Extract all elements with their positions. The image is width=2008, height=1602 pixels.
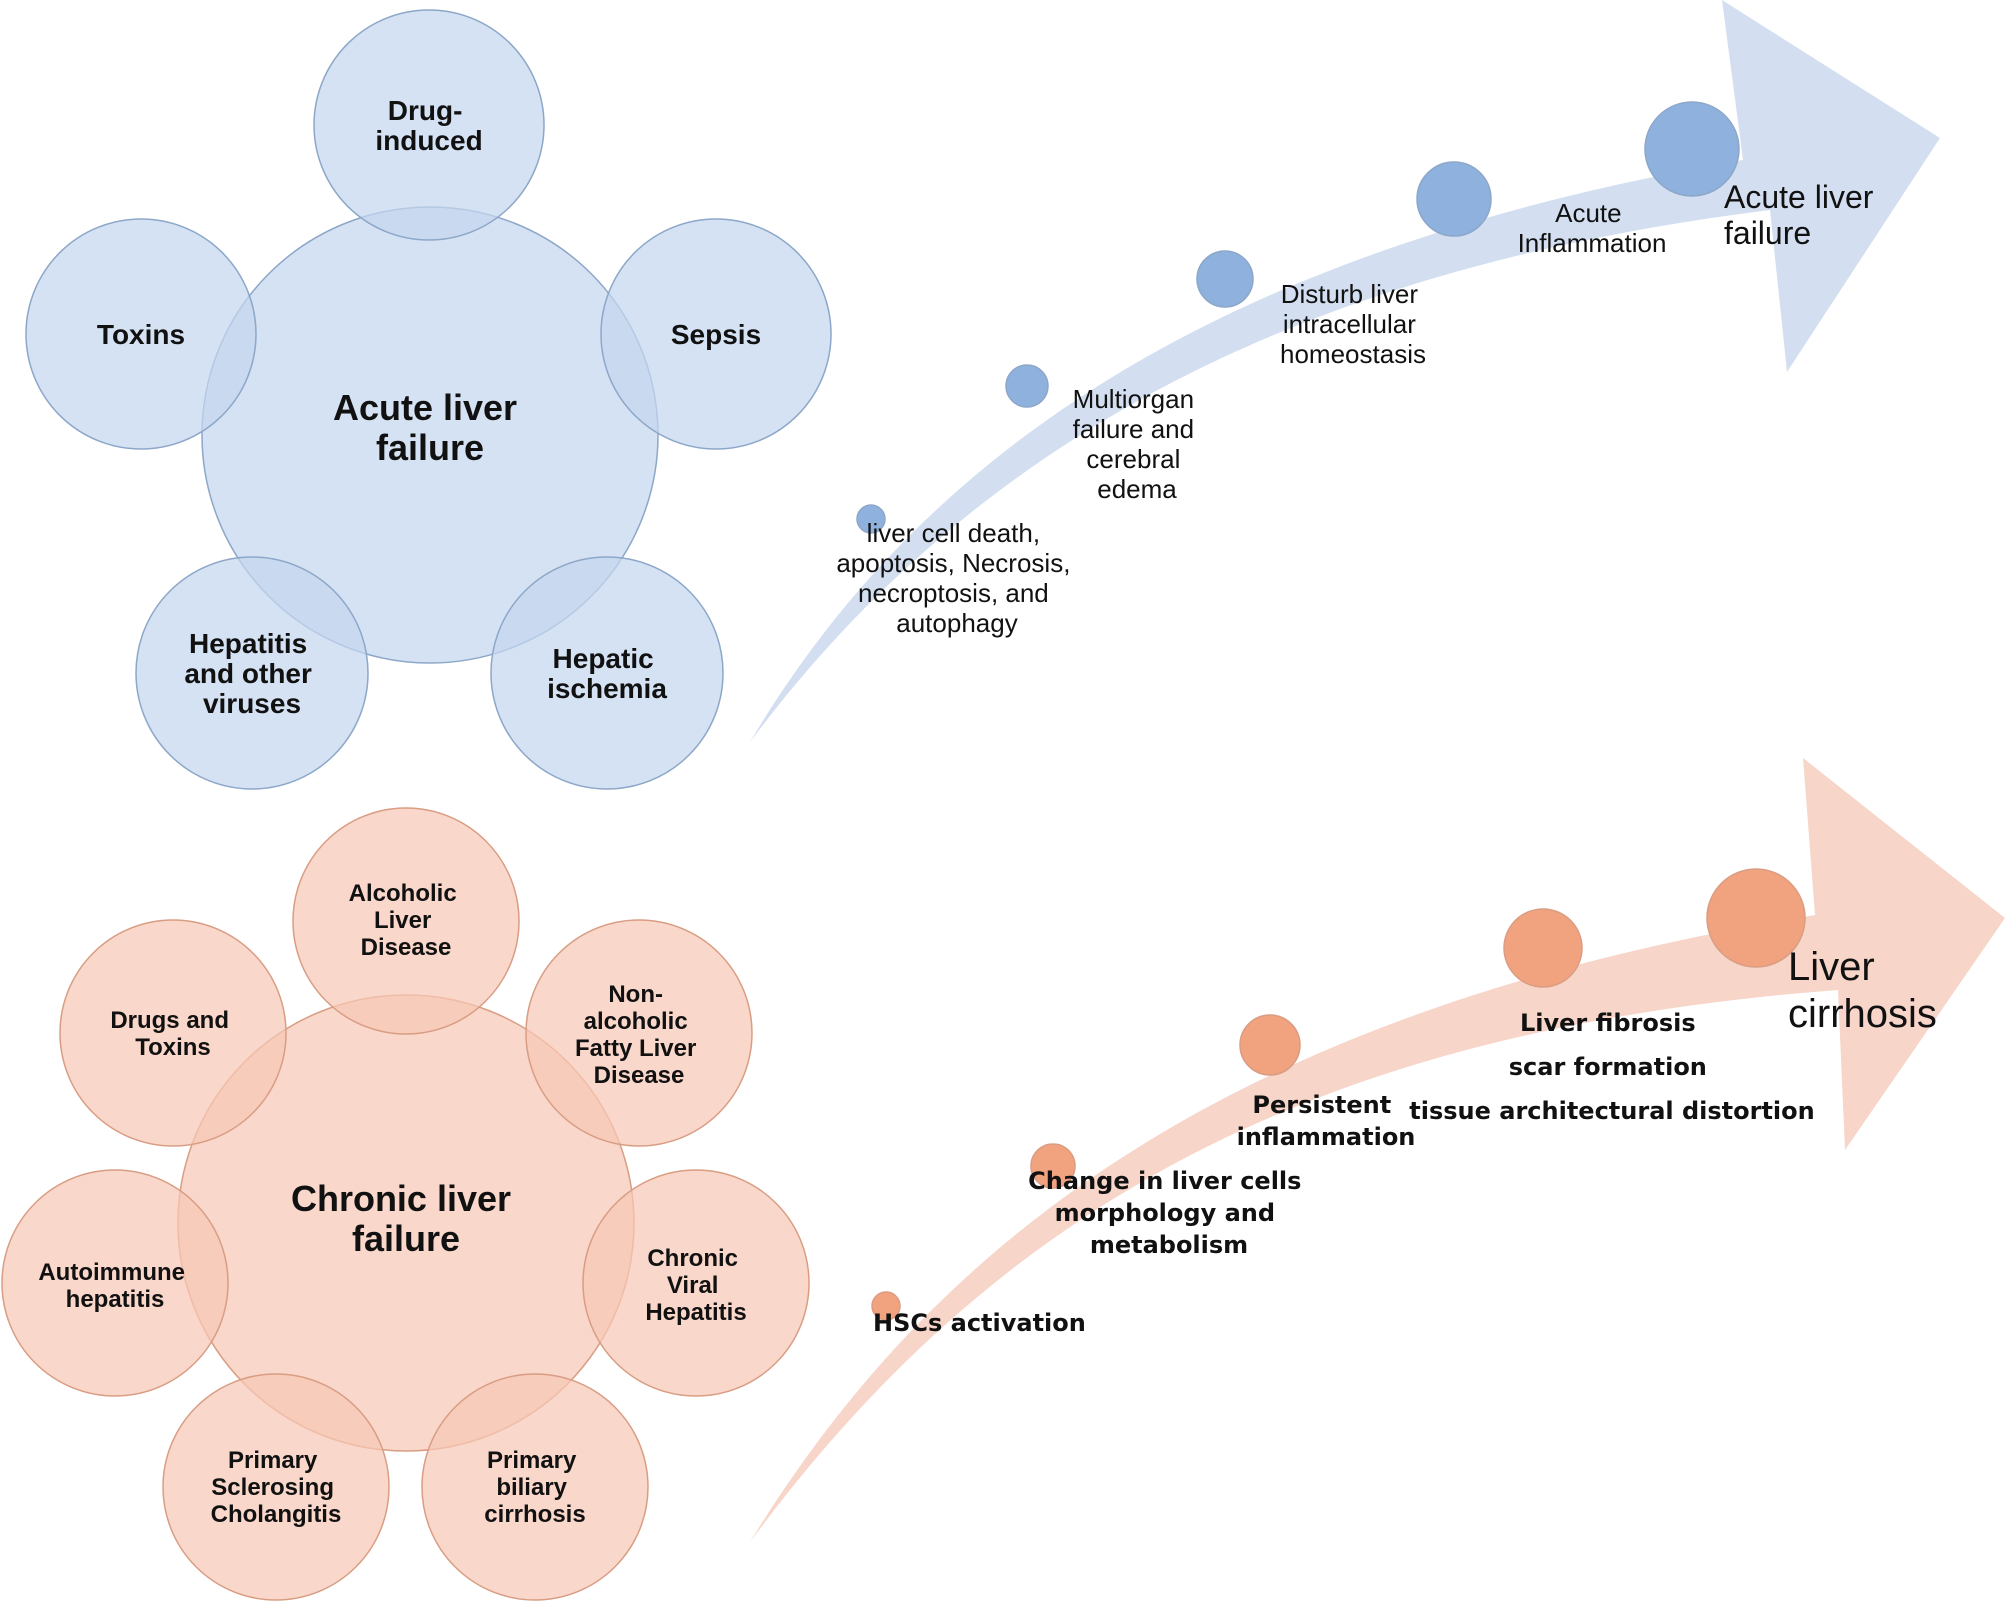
chronic-progression: HSCs activation Change in liver cells mo… <box>750 758 2005 1542</box>
chronic-stage-4-label: Liver fibrosis scar formation tissue arc… <box>1409 1009 1814 1125</box>
chronic-cause-label-viral: Chronic Viral Hepatitis <box>645 1245 746 1326</box>
chronic-stage-5-label: Liver cirrhosis <box>1788 945 1937 1036</box>
chronic-cause-label-drugs-toxins: Drugs and Toxins <box>110 1007 235 1061</box>
chronic-cause-circle-alcoholic <box>292 807 520 1035</box>
chronic-cause-circle-drugs-toxins <box>59 919 287 1147</box>
acute-stage-4-label: Acute Inflammation <box>1518 198 1667 258</box>
chronic-cause-circle-nafld <box>525 919 753 1147</box>
acute-stage-2-label: Multiorgan failure and cerebral edema <box>1073 384 1202 504</box>
chronic-cause-circle-viral <box>582 1169 810 1397</box>
chronic-cause-label-nafld: Non- alcoholic Fatty Liver Disease <box>575 981 703 1089</box>
chronic-cause-circle-pbc <box>421 1373 649 1601</box>
acute-stage-5-label: Acute liver failure <box>1724 179 1882 251</box>
acute-cause-circle-toxins <box>25 218 257 450</box>
acute-cause-circle-hepatitis <box>135 556 369 790</box>
acute-cause-circle-drug-induced <box>313 9 545 241</box>
acute-cause-circle-ischemia <box>490 556 724 790</box>
acute-stage-dot-5 <box>1644 101 1740 197</box>
acute-center-label: Acute liver failure <box>333 387 527 468</box>
acute-stage-1-label: liver cell death, apoptosis, Necrosis, n… <box>836 518 1077 638</box>
chronic-causes-cluster: Chronic liver failure Alcoholic Liver Di… <box>1 807 810 1601</box>
chronic-cause-circle-autoimmune <box>1 1169 229 1397</box>
acute-stage-3-label: Disturb liver intracellular homeostasis <box>1280 279 1426 369</box>
chronic-stage-dot-3 <box>1239 1014 1301 1076</box>
chronic-stage-3-label: Persistent inflammation <box>1237 1091 1416 1151</box>
chronic-cause-circle-psc <box>162 1373 390 1601</box>
acute-stage-dot-3 <box>1196 250 1254 308</box>
chronic-stage-dot-1 <box>871 1291 901 1321</box>
chronic-stage-dot-5 <box>1706 868 1806 968</box>
acute-causes-cluster: Acute liver failure Drug- induced Toxins… <box>25 9 832 790</box>
chronic-cause-label-autoimmune: Autoimmune hepatitis <box>38 1259 191 1313</box>
acute-progression: liver cell death, apoptosis, Necrosis, n… <box>750 0 1940 742</box>
chronic-stage-1-label: HSCs activation <box>873 1309 1086 1337</box>
chronic-stage-dot-4 <box>1503 908 1583 988</box>
chronic-progression-arrow <box>750 758 2005 1542</box>
acute-progression-arrow <box>750 0 1940 742</box>
acute-stage-dot-2 <box>1005 364 1049 408</box>
acute-cause-circle-sepsis <box>600 218 832 450</box>
chronic-cause-label-pbc: Primary biliary cirrhosis <box>484 1447 585 1528</box>
chronic-center-label: Chronic liver failure <box>291 1178 521 1259</box>
acute-cause-label-drug-induced: Drug- induced <box>375 95 482 156</box>
chronic-stage-dot-2 <box>1030 1143 1076 1189</box>
acute-cause-label-sepsis: Sepsis <box>671 319 761 350</box>
acute-cause-label-toxins: Toxins <box>97 319 185 350</box>
acute-cause-label-hepatitis: Hepatitis and other viruses <box>184 628 319 719</box>
acute-cause-label-ischemia: Hepatic ischemia <box>547 643 667 704</box>
acute-stage-dot-1 <box>856 504 886 534</box>
chronic-cause-label-alcoholic: Alcoholic Liver Disease <box>349 880 464 961</box>
chronic-cause-label-psc: Primary Sclerosing Cholangitis <box>211 1447 342 1528</box>
acute-stage-dot-4 <box>1416 161 1492 237</box>
chronic-stage-2-label: Change in liver cells morphology and met… <box>1028 1167 1310 1259</box>
